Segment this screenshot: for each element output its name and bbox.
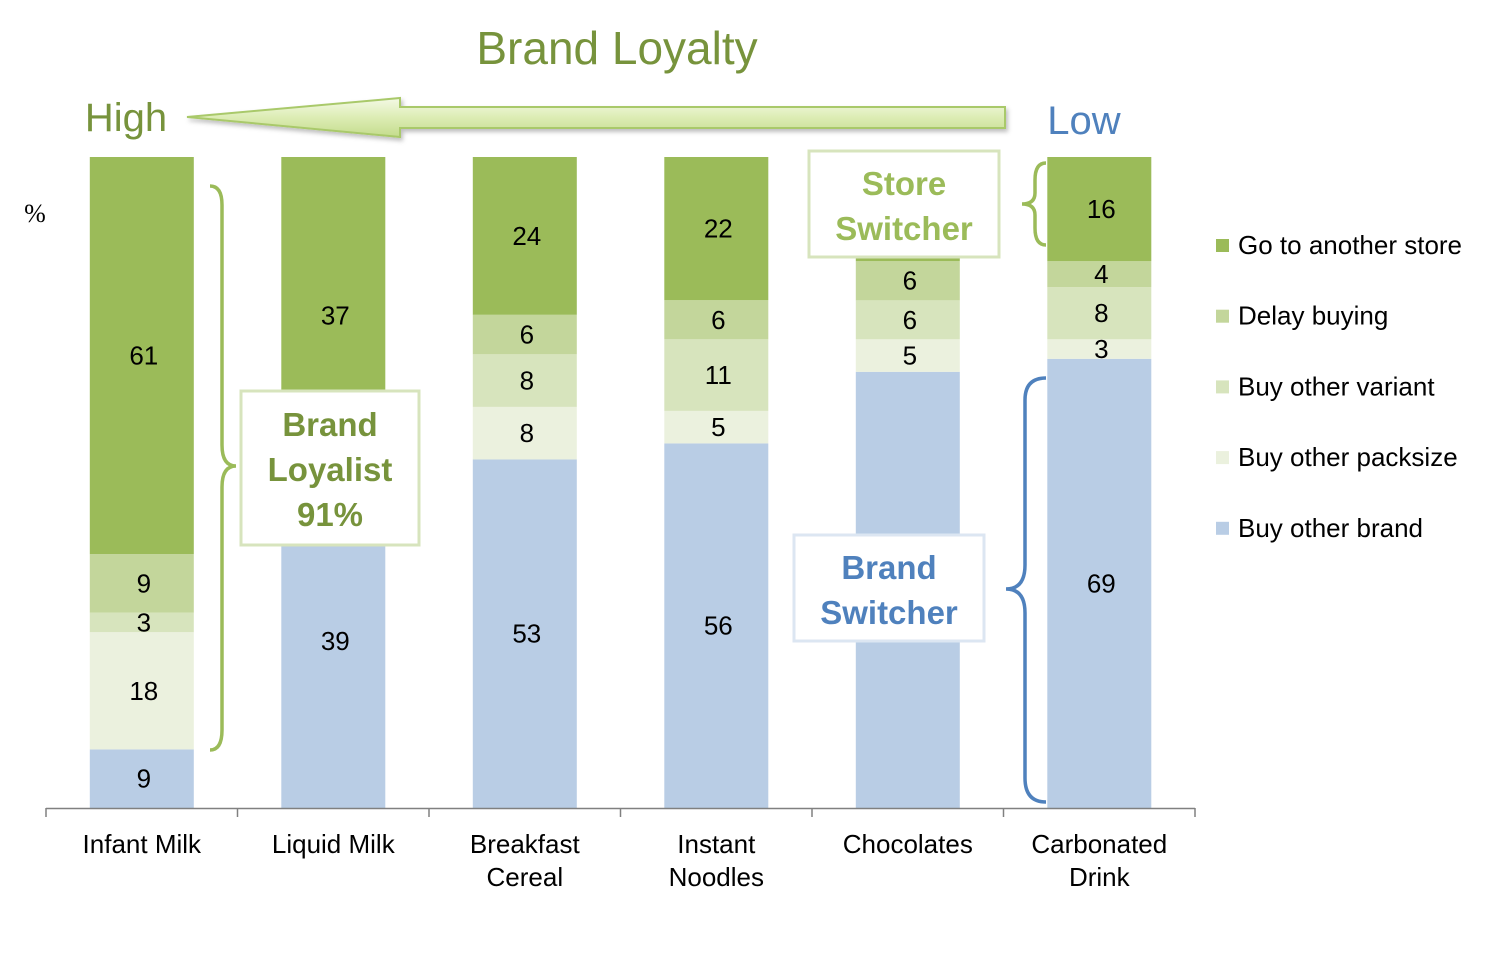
category-label: Infant Milk <box>83 829 202 859</box>
segment-value-label: 18 <box>129 676 158 706</box>
bar-segment <box>472 157 577 315</box>
segment-value-label: 37 <box>321 301 350 331</box>
scale-low-label: Low <box>1047 99 1120 143</box>
bar-segment <box>1047 261 1152 288</box>
category-label: Noodles <box>669 862 764 892</box>
brand-switcher-label-line-1: Brand <box>841 549 936 586</box>
bar-segment <box>855 261 960 301</box>
scale-high-label: High <box>85 96 167 140</box>
segment-value-label: 22 <box>704 214 733 244</box>
legend-label: Buy other packsize <box>1238 442 1458 472</box>
brand-loyalist-brace <box>209 184 237 752</box>
bar-segment <box>89 632 194 750</box>
loyalty-direction-arrow <box>186 96 1006 139</box>
segment-value-label: 11 <box>705 360 732 390</box>
legend-label: Buy other brand <box>1238 513 1423 543</box>
segment-value-label: 6 <box>711 305 725 335</box>
bar-segment <box>1047 157 1152 262</box>
bar-segment <box>664 410 769 444</box>
bar-segment <box>664 339 769 411</box>
brand-loyalist-callout: Brand Loyalist 91% <box>239 389 421 547</box>
bar-segment <box>664 300 769 340</box>
segment-value-label: 61 <box>129 341 158 371</box>
segment-value-label: 69 <box>1087 568 1116 598</box>
category-label: Liquid Milk <box>272 829 396 859</box>
segment-value-label: 8 <box>520 418 534 448</box>
bar-segment <box>1047 339 1152 359</box>
segment-value-label: 16 <box>1087 194 1116 224</box>
legend-swatch <box>1216 239 1229 252</box>
segment-value-label: 4 <box>1094 259 1108 289</box>
segment-value-label: 6 <box>903 266 917 296</box>
bar-segment <box>855 339 960 372</box>
segment-value-label: 8 <box>1094 298 1108 328</box>
bar-segment <box>472 354 577 407</box>
category-label: Drink <box>1069 862 1131 892</box>
store-switcher-label-line-1: Store <box>862 165 946 202</box>
legend-label: Go to another store <box>1238 230 1462 260</box>
legend-label: Buy other variant <box>1238 371 1435 401</box>
brand-switcher-callout: Brand Switcher <box>792 533 986 643</box>
segment-value-label: 39 <box>321 626 350 656</box>
segment-value-label: 3 <box>137 608 151 638</box>
brand-loyalist-label-line-3: 91% <box>297 496 363 533</box>
bar-segment <box>1047 287 1152 340</box>
segment-value-label: 24 <box>512 221 541 251</box>
segment-value-label: 6 <box>903 305 917 335</box>
chart-title: Brand Loyalty <box>476 22 757 74</box>
segment-value-label: 5 <box>711 412 725 442</box>
segment-value-label: 5 <box>903 341 917 371</box>
bar-segment <box>664 443 769 808</box>
category-label: Chocolates <box>843 829 973 859</box>
legend-swatch <box>1216 451 1229 465</box>
segment-value-label: 3 <box>1094 334 1108 364</box>
y-axis-unit-label: % <box>24 199 46 228</box>
segment-value-label: 6 <box>520 320 534 350</box>
category-label: Cereal <box>487 862 564 892</box>
bar-segment <box>855 300 960 340</box>
legend-label: Delay buying <box>1238 301 1388 331</box>
category-label: Carbonated <box>1031 829 1167 859</box>
bar-segment <box>89 554 194 613</box>
bar-segment <box>472 406 577 460</box>
store-switcher-callout: Store Switcher <box>807 149 1001 259</box>
bar-segment <box>89 612 194 633</box>
store-switcher-label-line-2: Switcher <box>835 210 973 247</box>
segment-value-label: 8 <box>520 366 534 396</box>
bar-segment <box>664 157 769 301</box>
segment-value-label: 56 <box>704 611 733 641</box>
x-axis <box>45 807 1196 817</box>
legend-swatch <box>1216 521 1229 535</box>
segment-value-label: 53 <box>512 619 541 649</box>
brand-loyalist-label-line-2: Loyalist <box>268 451 393 488</box>
legend-swatch <box>1216 380 1229 394</box>
bar-segment <box>472 314 577 355</box>
bar-segment <box>89 749 194 808</box>
segment-value-label: 9 <box>137 568 151 598</box>
segment-value-label: 9 <box>137 764 151 794</box>
store-switcher-brace <box>1021 161 1047 247</box>
bar-segment <box>1047 358 1152 808</box>
brand-switcher-brace <box>1005 376 1047 804</box>
bar-segment <box>472 459 577 808</box>
brand-switcher-label-line-2: Switcher <box>820 594 958 631</box>
brand-loyalist-label-line-1: Brand <box>282 406 377 443</box>
bar-segment <box>89 157 194 555</box>
category-label: Instant <box>677 829 756 859</box>
legend-swatch <box>1216 309 1229 323</box>
category-label: Breakfast <box>470 829 581 859</box>
